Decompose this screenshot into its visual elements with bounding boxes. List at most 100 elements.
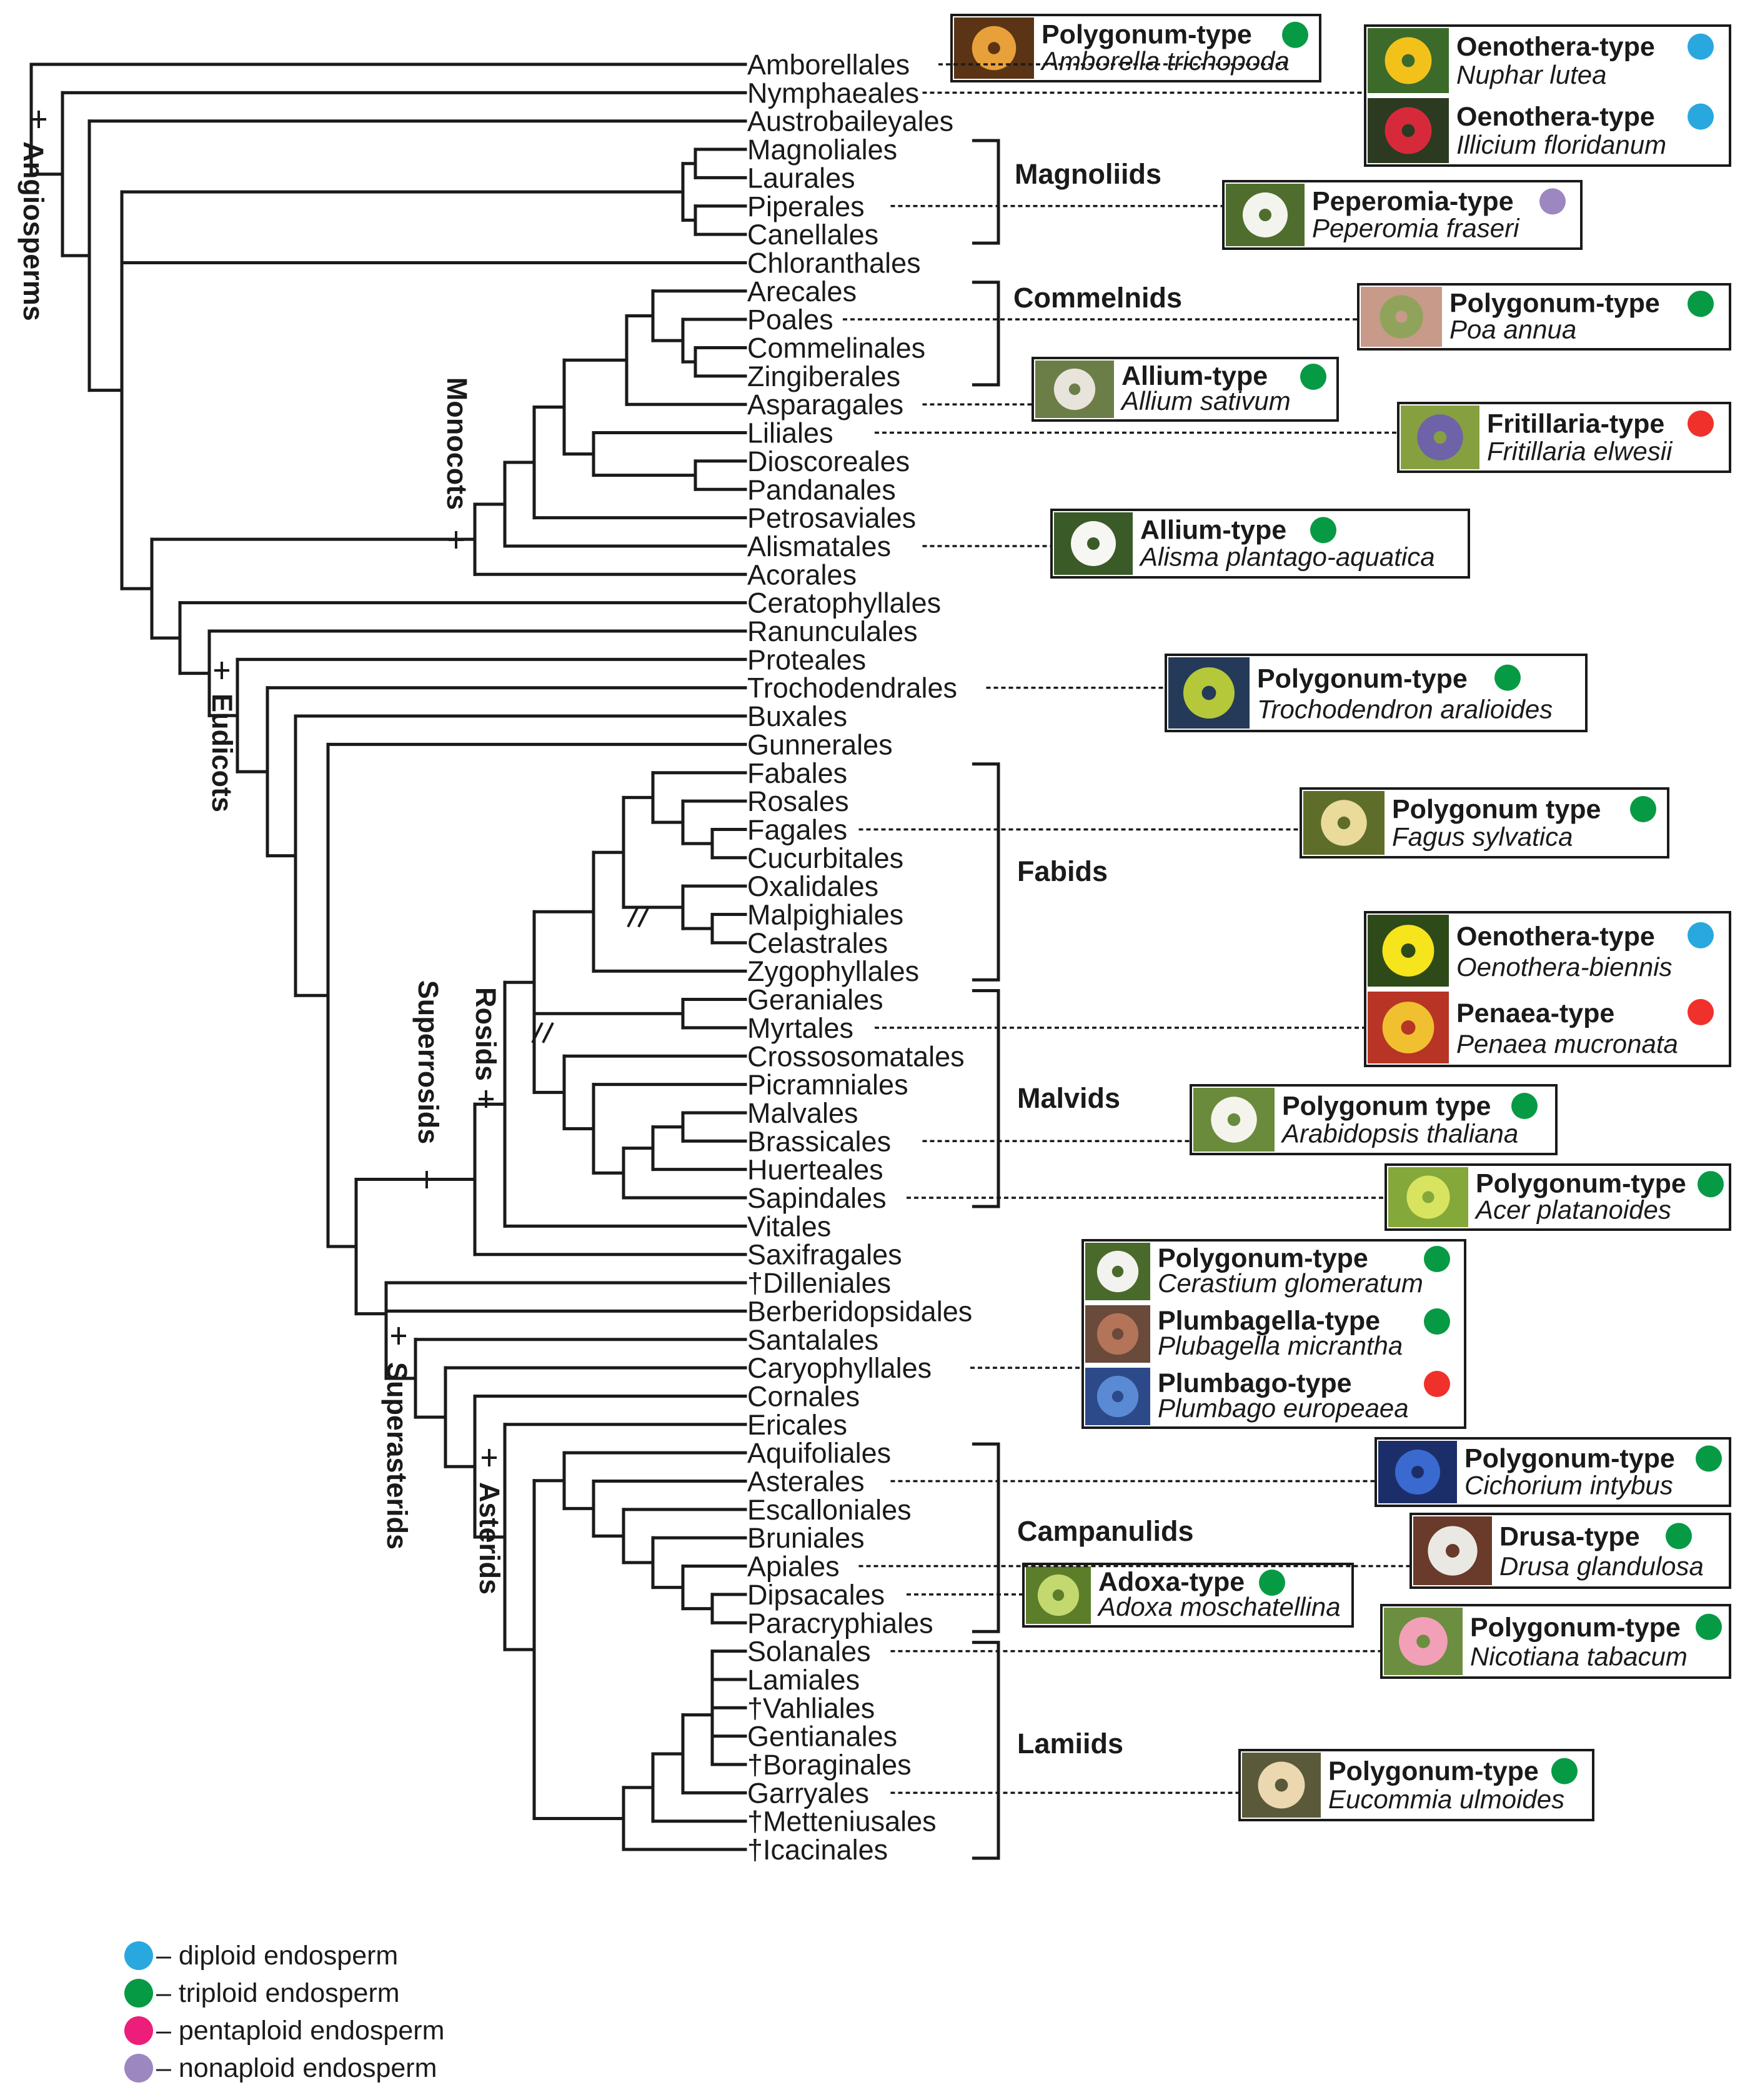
ploidy-dot-pentaploid [1424, 1371, 1450, 1397]
taxon-label: Gentianales [747, 1721, 897, 1753]
taxon-label: Dipsacales [747, 1579, 885, 1611]
yellow-primrose-photo-center [1401, 943, 1416, 958]
taxon-label: Laurales [747, 162, 855, 194]
taxon-label: Ceratophyllales [747, 587, 941, 619]
taxon-labels: AmborellalesNymphaealesAustrobaileyalesM… [747, 49, 972, 1866]
endosperm-type: Oenothera-type [1456, 922, 1655, 952]
group-bracket [972, 281, 1000, 387]
species-name: Nicotiana tabacum [1470, 1641, 1688, 1671]
taxon-label: Paracryphiales [747, 1607, 933, 1639]
taxon-label: Cornales [747, 1380, 860, 1412]
legend-label: – triploid endosperm [156, 1978, 400, 2008]
orange-flower-photo-center [988, 42, 1000, 54]
endosperm-type: Drusa-type [1499, 1522, 1640, 1552]
taxon-label: Lamiales [747, 1664, 860, 1696]
hash-mark [531, 1022, 544, 1043]
ploidy-dot-triploid [1551, 1758, 1578, 1784]
taxon-label: Solanales [747, 1636, 871, 1668]
eucommia-flower-photo-center [1275, 1778, 1288, 1792]
taxon-label: Garryales [747, 1777, 869, 1809]
taxon-label: †Boraginales [747, 1749, 912, 1781]
taxon-label: Fabales [747, 757, 847, 789]
endosperm-type: Polygonum type [1392, 794, 1601, 824]
clade-label-superrosids: Superrosids [412, 980, 444, 1145]
hash-mark [637, 906, 650, 928]
endosperm-type: Polygonum-type [1470, 1613, 1681, 1643]
legend-dot-pentaploid [124, 2016, 153, 2045]
taxon-label: Chloranthales [747, 247, 921, 279]
legend-dot-nonaploid [124, 2054, 153, 2083]
group-label-commelinids: Commelnids [1013, 282, 1182, 314]
taxon-label: †Icacinales [747, 1834, 888, 1866]
taxon-label: Caryophyllales [747, 1352, 932, 1384]
taxon-label: Gunnerales [747, 729, 893, 760]
species-name: Alisma plantago-aquatica [1138, 542, 1435, 572]
endosperm-type: Polygonum-type [1476, 1169, 1686, 1199]
white-cress-flower-photo-center [1227, 1113, 1241, 1127]
taxon-label: Amborellales [747, 49, 910, 81]
endosperm-type: Polygonum-type [1449, 289, 1660, 319]
clade-label-asterids: Asterids [474, 1482, 505, 1595]
species-name: Arabidopsis thaliana [1280, 1118, 1518, 1148]
group-bracket [972, 139, 1000, 245]
endosperm-type: Allium-type [1121, 361, 1268, 391]
group-label-magnoliids: Magnoliids [1015, 158, 1161, 190]
species-name: Fagus sylvatica [1392, 822, 1573, 851]
dry-shrub-photo-center [1111, 1328, 1124, 1340]
endosperm-type: Polygonum-type [1257, 664, 1468, 694]
endosperm-type: Fritillaria-type [1487, 409, 1664, 439]
white-spike-flower-photo-center [1259, 209, 1271, 221]
taxon-label: Asparagales [747, 389, 903, 420]
legend-dot-diploid [124, 1941, 153, 1970]
taxon-label: Aquifoliales [747, 1437, 891, 1469]
taxon-label: Piperales [747, 191, 865, 222]
green-adoxa-photo-center [1052, 1589, 1065, 1601]
legend-label: – pentaploid endosperm [156, 2016, 444, 2046]
taxon-label: Zingiberales [747, 361, 900, 392]
species-name: Oenothera-biennis [1456, 952, 1673, 982]
endosperm-type: Polygonum-type [1328, 1756, 1539, 1786]
species-name: Plubagella micrantha [1158, 1331, 1403, 1360]
white-chickweed-photo-center [1111, 1265, 1124, 1278]
legend-label: – diploid endosperm [156, 1941, 398, 1971]
group-bracket [972, 762, 1000, 982]
taxon-label: Apiales [747, 1551, 840, 1583]
ploidy-dot-triploid [1424, 1308, 1450, 1335]
ploidy-dot-triploid [1698, 1171, 1724, 1198]
garlic-flower-photo-center [1068, 383, 1081, 396]
taxon-label: Buxales [747, 700, 847, 732]
species-name: Drusa glandulosa [1499, 1551, 1704, 1581]
dashed-connectors [843, 63, 1411, 1794]
group-bracket [972, 1641, 1000, 1860]
ploidy-dot-triploid [1259, 1570, 1285, 1596]
species-name: Allium sativum [1120, 386, 1291, 416]
yellow-red-flower-photo-center [1401, 1020, 1416, 1035]
ploidy-dot-pentaploid [1688, 998, 1714, 1025]
taxon-label: Arecales [747, 276, 857, 307]
legend-label: – nonaploid endosperm [156, 2053, 437, 2083]
taxon-label: Vitales [747, 1210, 831, 1242]
taxon-label: Crossosomatales [747, 1040, 965, 1072]
endosperm-type: Oenothera-type [1456, 32, 1655, 62]
species-name: Acer platanoides [1474, 1195, 1671, 1224]
beech-catkin-photo-center [1337, 816, 1351, 830]
species-box: Oenothera-typeOenothera-biennisPenaea-ty… [1364, 911, 1731, 1067]
ploidy-dot-triploid [1300, 364, 1326, 390]
ploidy-dot-diploid [1688, 103, 1714, 130]
endosperm-type: Polygonum-type [1042, 20, 1252, 50]
taxon-label: Asterales [747, 1466, 865, 1498]
taxon-label: Ranunculales [747, 615, 918, 647]
ploidy-dot-triploid [1688, 291, 1714, 317]
hash-marks [531, 906, 650, 1043]
endosperm-type: Polygonum-type [1464, 1443, 1675, 1473]
taxon-label: Alismatales [747, 530, 891, 562]
clade-label-eudicots: Eudicots [206, 694, 238, 812]
